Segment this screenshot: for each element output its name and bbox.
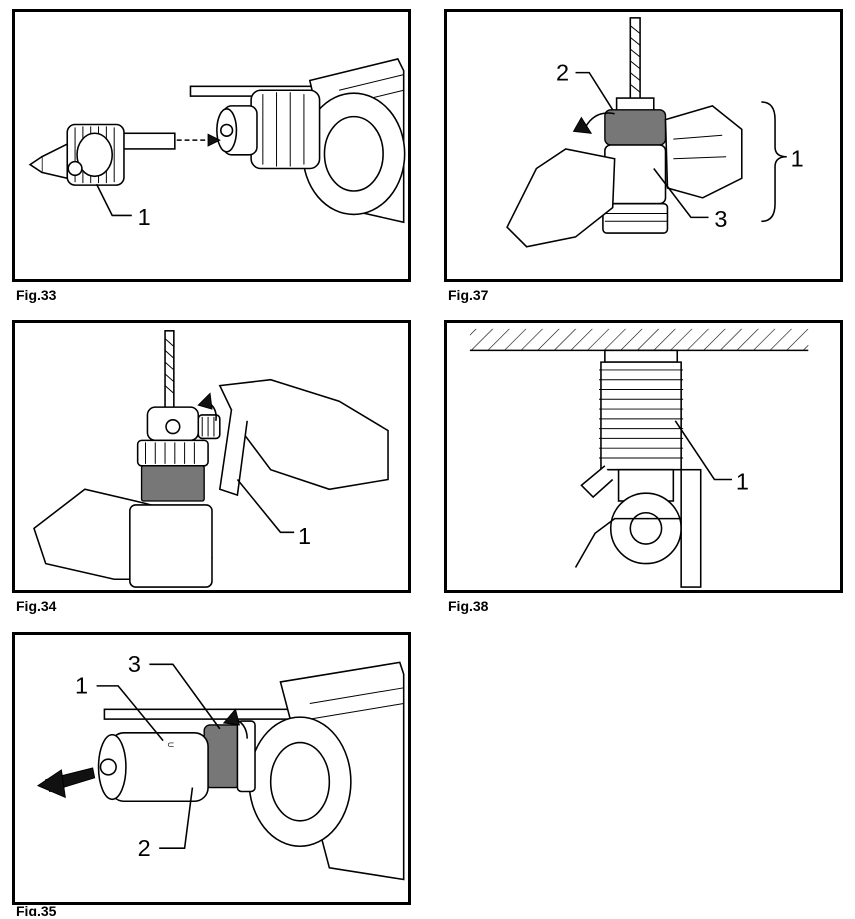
callout-number: 1 <box>75 673 88 699</box>
figure-caption: Fig.35 <box>16 903 57 919</box>
callout-number: 1 <box>298 523 311 549</box>
rotation-arrow <box>572 116 593 134</box>
dust-cup <box>604 109 667 146</box>
right-hand <box>218 378 389 491</box>
chuck-shank <box>117 132 176 150</box>
figure-33-panel: 1 <box>12 9 411 282</box>
callout-number: 3 <box>714 206 727 232</box>
depth-rod <box>103 708 301 720</box>
figure-caption: Fig.37 <box>448 287 489 303</box>
figure-38-illustration: 1 <box>469 328 809 588</box>
figure-37-panel: 2 1 3 <box>444 9 843 282</box>
figure-34-illustration: 1 <box>33 330 389 588</box>
callout-number: 1 <box>791 146 804 172</box>
figure-caption: Fig.33 <box>16 287 57 303</box>
chuck-sleeve <box>140 465 205 502</box>
change-ring <box>203 724 243 789</box>
pull-out-arrow <box>36 769 66 799</box>
tool-holder <box>250 89 321 170</box>
callout-number: 3 <box>128 651 141 677</box>
assembly-bracket <box>761 101 787 223</box>
rotation-arrow <box>222 708 241 726</box>
figure-caption: Fig.34 <box>16 598 57 614</box>
figure-34-panel: 1 <box>12 320 411 593</box>
dust-cup-bellows <box>600 361 682 471</box>
lock-symbol: ⊂ <box>167 739 174 749</box>
figure-35-panel: ⊂ 1 3 2 <box>12 632 411 905</box>
figure-37-illustration: 2 1 3 <box>506 17 804 248</box>
figure-33-illustration: 1 <box>28 58 406 230</box>
right-hand <box>664 105 743 199</box>
ceiling <box>469 328 809 351</box>
figure-38-panel: 1 <box>444 320 843 593</box>
callout-number: 1 <box>736 468 749 494</box>
left-hand <box>506 148 616 248</box>
figure-35-illustration: ⊂ 1 3 2 <box>36 651 405 881</box>
callout-leader-1 <box>95 183 132 217</box>
callout-number: 2 <box>556 59 569 85</box>
figure-caption: Fig.38 <box>448 598 489 614</box>
callout-number: 2 <box>138 835 151 861</box>
callout-number: 1 <box>138 204 151 230</box>
rotation-arrow <box>197 392 213 410</box>
